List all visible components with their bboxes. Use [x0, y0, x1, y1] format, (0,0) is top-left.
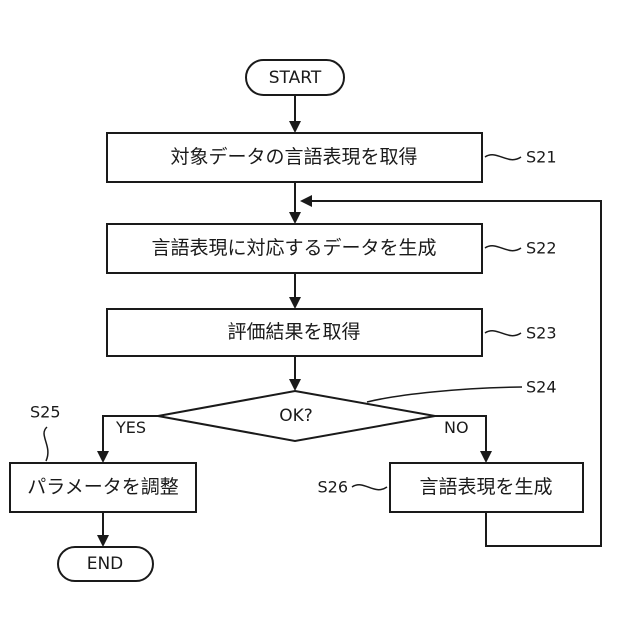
end-terminal: END: [58, 547, 153, 581]
step-s26-box: 言語表現を生成: [390, 463, 583, 512]
step-ref-s26: S26: [317, 478, 348, 497]
start-label: START: [269, 68, 322, 88]
step-s23-box: 評価結果を取得: [107, 309, 482, 356]
decision-s24: OK?: [158, 391, 435, 441]
arrowhead: [300, 195, 312, 207]
step-ref-s23: S23: [526, 324, 557, 343]
step-s21-label: 対象データの言語表現を取得: [170, 146, 417, 168]
step-ref-s24: S24: [526, 378, 557, 397]
arrowhead: [97, 451, 109, 463]
arrowhead: [289, 297, 301, 309]
arrowhead: [289, 121, 301, 133]
end-label: END: [87, 554, 124, 574]
step-s22-box: 言語表現に対応するデータを生成: [107, 224, 482, 273]
step-s26-label: 言語表現を生成: [419, 476, 552, 498]
arrowhead: [289, 379, 301, 391]
step-ref-s21: S21: [526, 148, 557, 167]
step-s25-box: パラメータを調整: [10, 463, 196, 512]
branch-yes-label: YES: [115, 418, 146, 437]
step-ref-s25: S25: [30, 403, 61, 422]
step-ref-s22: S22: [526, 239, 557, 258]
arrowhead: [97, 535, 109, 547]
leader-s22: [485, 246, 521, 251]
decision-label: OK?: [279, 406, 313, 426]
leader-s26: [352, 485, 387, 490]
step-s22-label: 言語表現に対応するデータを生成: [151, 237, 436, 259]
step-s21-box: 対象データの言語表現を取得: [107, 133, 482, 182]
leader-s23: [485, 331, 521, 336]
leader-s21: [485, 155, 521, 160]
start-terminal: START: [246, 60, 344, 95]
step-s25-label: パラメータを調整: [27, 476, 178, 498]
leader-s25: [44, 427, 48, 461]
arrowhead: [289, 212, 301, 224]
step-s23-label: 評価結果を取得: [227, 321, 360, 343]
arrowhead: [480, 451, 492, 463]
branch-no-label: NO: [444, 418, 469, 437]
leader-s24: [367, 387, 522, 402]
